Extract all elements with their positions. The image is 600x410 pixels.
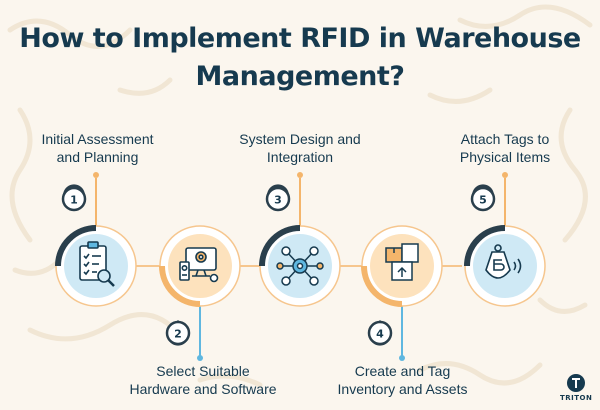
badge-2-number: 2 — [174, 328, 182, 341]
triton-logo: TRITON — [560, 394, 592, 402]
badge-1: 1 — [61, 184, 87, 212]
badge-2: 2 — [165, 320, 191, 346]
step-1-label: Initial Assessment and Planning — [41, 131, 154, 165]
badge-1-number: 1 — [70, 194, 78, 207]
pin-dot-2 — [197, 355, 203, 361]
step-5-label: Attach Tags to Physical Items — [459, 131, 551, 165]
rfid-tag-icon — [485, 244, 522, 279]
badge-3-number: 3 — [274, 194, 282, 207]
badge-5: 5 — [470, 184, 496, 212]
triton-logo-icon — [567, 374, 585, 392]
badge-4: 4 — [367, 320, 393, 346]
step-4-label: Create and Tag Inventory and Assets — [337, 363, 468, 397]
pin-dot-4 — [399, 355, 405, 361]
step-2-label: Select Suitable Hardware and Software — [129, 363, 277, 397]
boxes-icon — [385, 243, 419, 281]
badge-4-number: 4 — [376, 328, 384, 341]
pin-dot-1 — [93, 172, 99, 178]
bottom-pins — [197, 305, 405, 361]
network-gears-icon — [276, 246, 324, 286]
badge-5-number: 5 — [479, 194, 487, 207]
title-line-1: How to Implement RFID in Warehouse — [19, 23, 581, 54]
badge-3: 3 — [265, 184, 291, 212]
page-title: How to Implement RFID in Warehouse Manag… — [0, 20, 600, 96]
computer-hardware-icon — [179, 247, 219, 283]
logo-text: TRITON — [560, 394, 593, 402]
checklist-magnifier-icon — [79, 241, 115, 287]
pin-dot-3 — [297, 172, 303, 178]
step-3-label: System Design and Integration — [239, 131, 361, 165]
top-pins — [93, 172, 508, 228]
title-line-2: Management? — [195, 61, 405, 92]
pin-dot-5 — [502, 172, 508, 178]
